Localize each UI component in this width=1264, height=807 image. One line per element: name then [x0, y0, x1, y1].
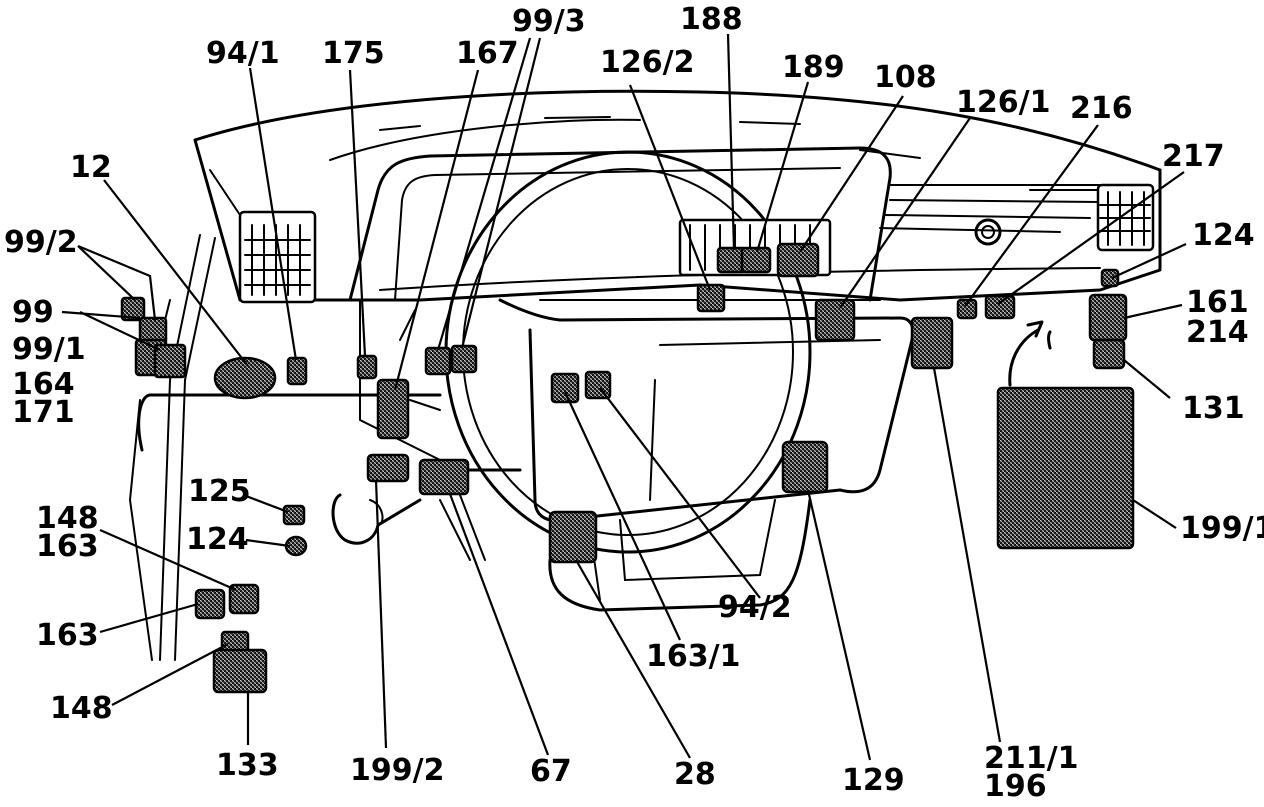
label-196: 196 — [984, 769, 1047, 802]
label-175: 175 — [322, 36, 385, 71]
part-67 — [418, 458, 470, 496]
label-131: 131 — [1182, 391, 1245, 426]
part-164 — [153, 343, 187, 379]
label-163: 163 — [36, 618, 99, 653]
part-163-1 — [550, 372, 580, 404]
right-air-vent — [1096, 183, 1155, 252]
label-99-1: 99/1 — [12, 332, 86, 367]
part-133 — [212, 648, 268, 694]
part-129 — [781, 440, 829, 494]
part-126-1 — [814, 298, 856, 342]
part-216 — [956, 298, 978, 320]
label-94-2: 94/2 — [718, 590, 792, 625]
label-148-top: 148 — [36, 501, 99, 536]
part-94-2 — [584, 370, 612, 400]
label-161: 161 — [1186, 285, 1249, 320]
label-99: 99 — [12, 295, 54, 330]
leader-lines — [61, 33, 1187, 761]
label-28: 28 — [674, 757, 716, 792]
label-163-top: 163 — [36, 529, 99, 564]
part-161 — [1088, 293, 1128, 342]
label-108: 108 — [874, 60, 937, 95]
left-air-vent — [238, 210, 317, 304]
part-175 — [356, 354, 378, 380]
part-99-3-b — [450, 344, 478, 374]
label-99-3: 99/3 — [512, 4, 586, 39]
part-211-1 — [910, 316, 954, 370]
callout-labels: 94/1 175 167 99/3 188 126/2 189 108 126/… — [4, 2, 1264, 804]
label-214: 214 — [1186, 315, 1249, 350]
label-124-left: 124 — [186, 522, 249, 557]
part-12 — [213, 356, 277, 400]
label-94-1: 94/1 — [206, 36, 280, 71]
part-199-1 — [996, 386, 1135, 550]
label-211-1: 211/1 — [984, 741, 1078, 776]
label-133: 133 — [216, 748, 279, 783]
label-12: 12 — [70, 150, 112, 185]
label-148-bottom: 148 — [50, 691, 113, 726]
label-171: 171 — [12, 395, 75, 430]
part-163 — [194, 588, 226, 620]
label-124-right: 124 — [1192, 218, 1255, 253]
part-131 — [1092, 338, 1126, 370]
label-163-1: 163/1 — [646, 639, 740, 674]
part-94-1 — [286, 356, 308, 386]
label-199-1: 199/1 — [1180, 511, 1264, 546]
part-124-right — [1100, 268, 1120, 288]
label-217: 217 — [1162, 139, 1225, 174]
part-125 — [282, 504, 306, 526]
part-217 — [984, 294, 1016, 320]
label-164: 164 — [12, 367, 75, 402]
part-148-163-top — [228, 583, 260, 615]
part-199-2 — [366, 453, 410, 483]
part-108 — [776, 242, 820, 278]
label-167: 167 — [456, 36, 519, 71]
label-189: 189 — [782, 50, 845, 85]
label-129: 129 — [842, 763, 905, 798]
part-126-2 — [696, 283, 726, 313]
part-189 — [740, 246, 772, 274]
label-67: 67 — [530, 754, 572, 789]
label-126-1: 126/1 — [956, 85, 1050, 120]
label-125: 125 — [188, 474, 251, 509]
part-28 — [548, 510, 598, 564]
part-167 — [376, 378, 410, 440]
part-99-3-a — [424, 346, 452, 376]
dashboard-outline — [128, 89, 1162, 661]
label-199-2: 199/2 — [350, 753, 444, 788]
label-126-2: 126/2 — [600, 45, 694, 80]
label-188: 188 — [680, 2, 743, 37]
components — [120, 242, 1135, 694]
label-216: 216 — [1070, 91, 1133, 126]
label-99-2: 99/2 — [4, 225, 78, 260]
